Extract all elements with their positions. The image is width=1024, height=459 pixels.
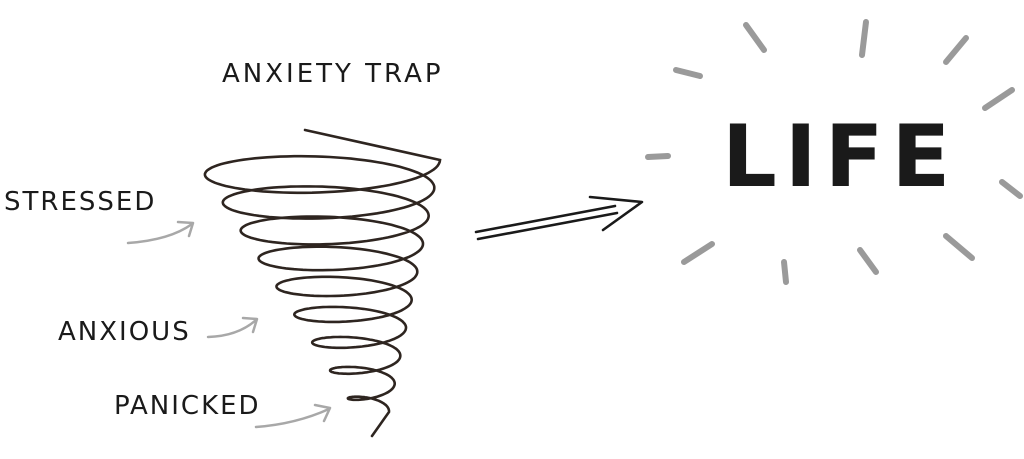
anxiety-spiral: [203, 128, 442, 438]
pointer-arrow-stressed: [126, 220, 195, 245]
label-stressed: STRESSED: [4, 187, 156, 217]
ray: [857, 247, 879, 275]
ray: [681, 241, 715, 265]
ray: [673, 67, 703, 79]
life-word: LIFE: [722, 107, 958, 207]
diagram-title: ANXIETY TRAP: [222, 59, 444, 89]
ray: [859, 19, 869, 58]
pointer-arrow-panicked: [254, 403, 332, 429]
ray: [781, 259, 789, 285]
ray: [999, 179, 1023, 199]
escape-arrow: [474, 195, 644, 241]
life-glow-rays: [645, 19, 1023, 285]
ray: [743, 22, 767, 53]
label-anxious: ANXIOUS: [58, 317, 191, 347]
label-panicked: PANICKED: [114, 391, 261, 421]
ray: [982, 87, 1015, 111]
ray: [943, 35, 969, 65]
ray: [943, 233, 975, 261]
pointer-arrow-anxious: [206, 316, 259, 339]
ray: [645, 153, 671, 160]
